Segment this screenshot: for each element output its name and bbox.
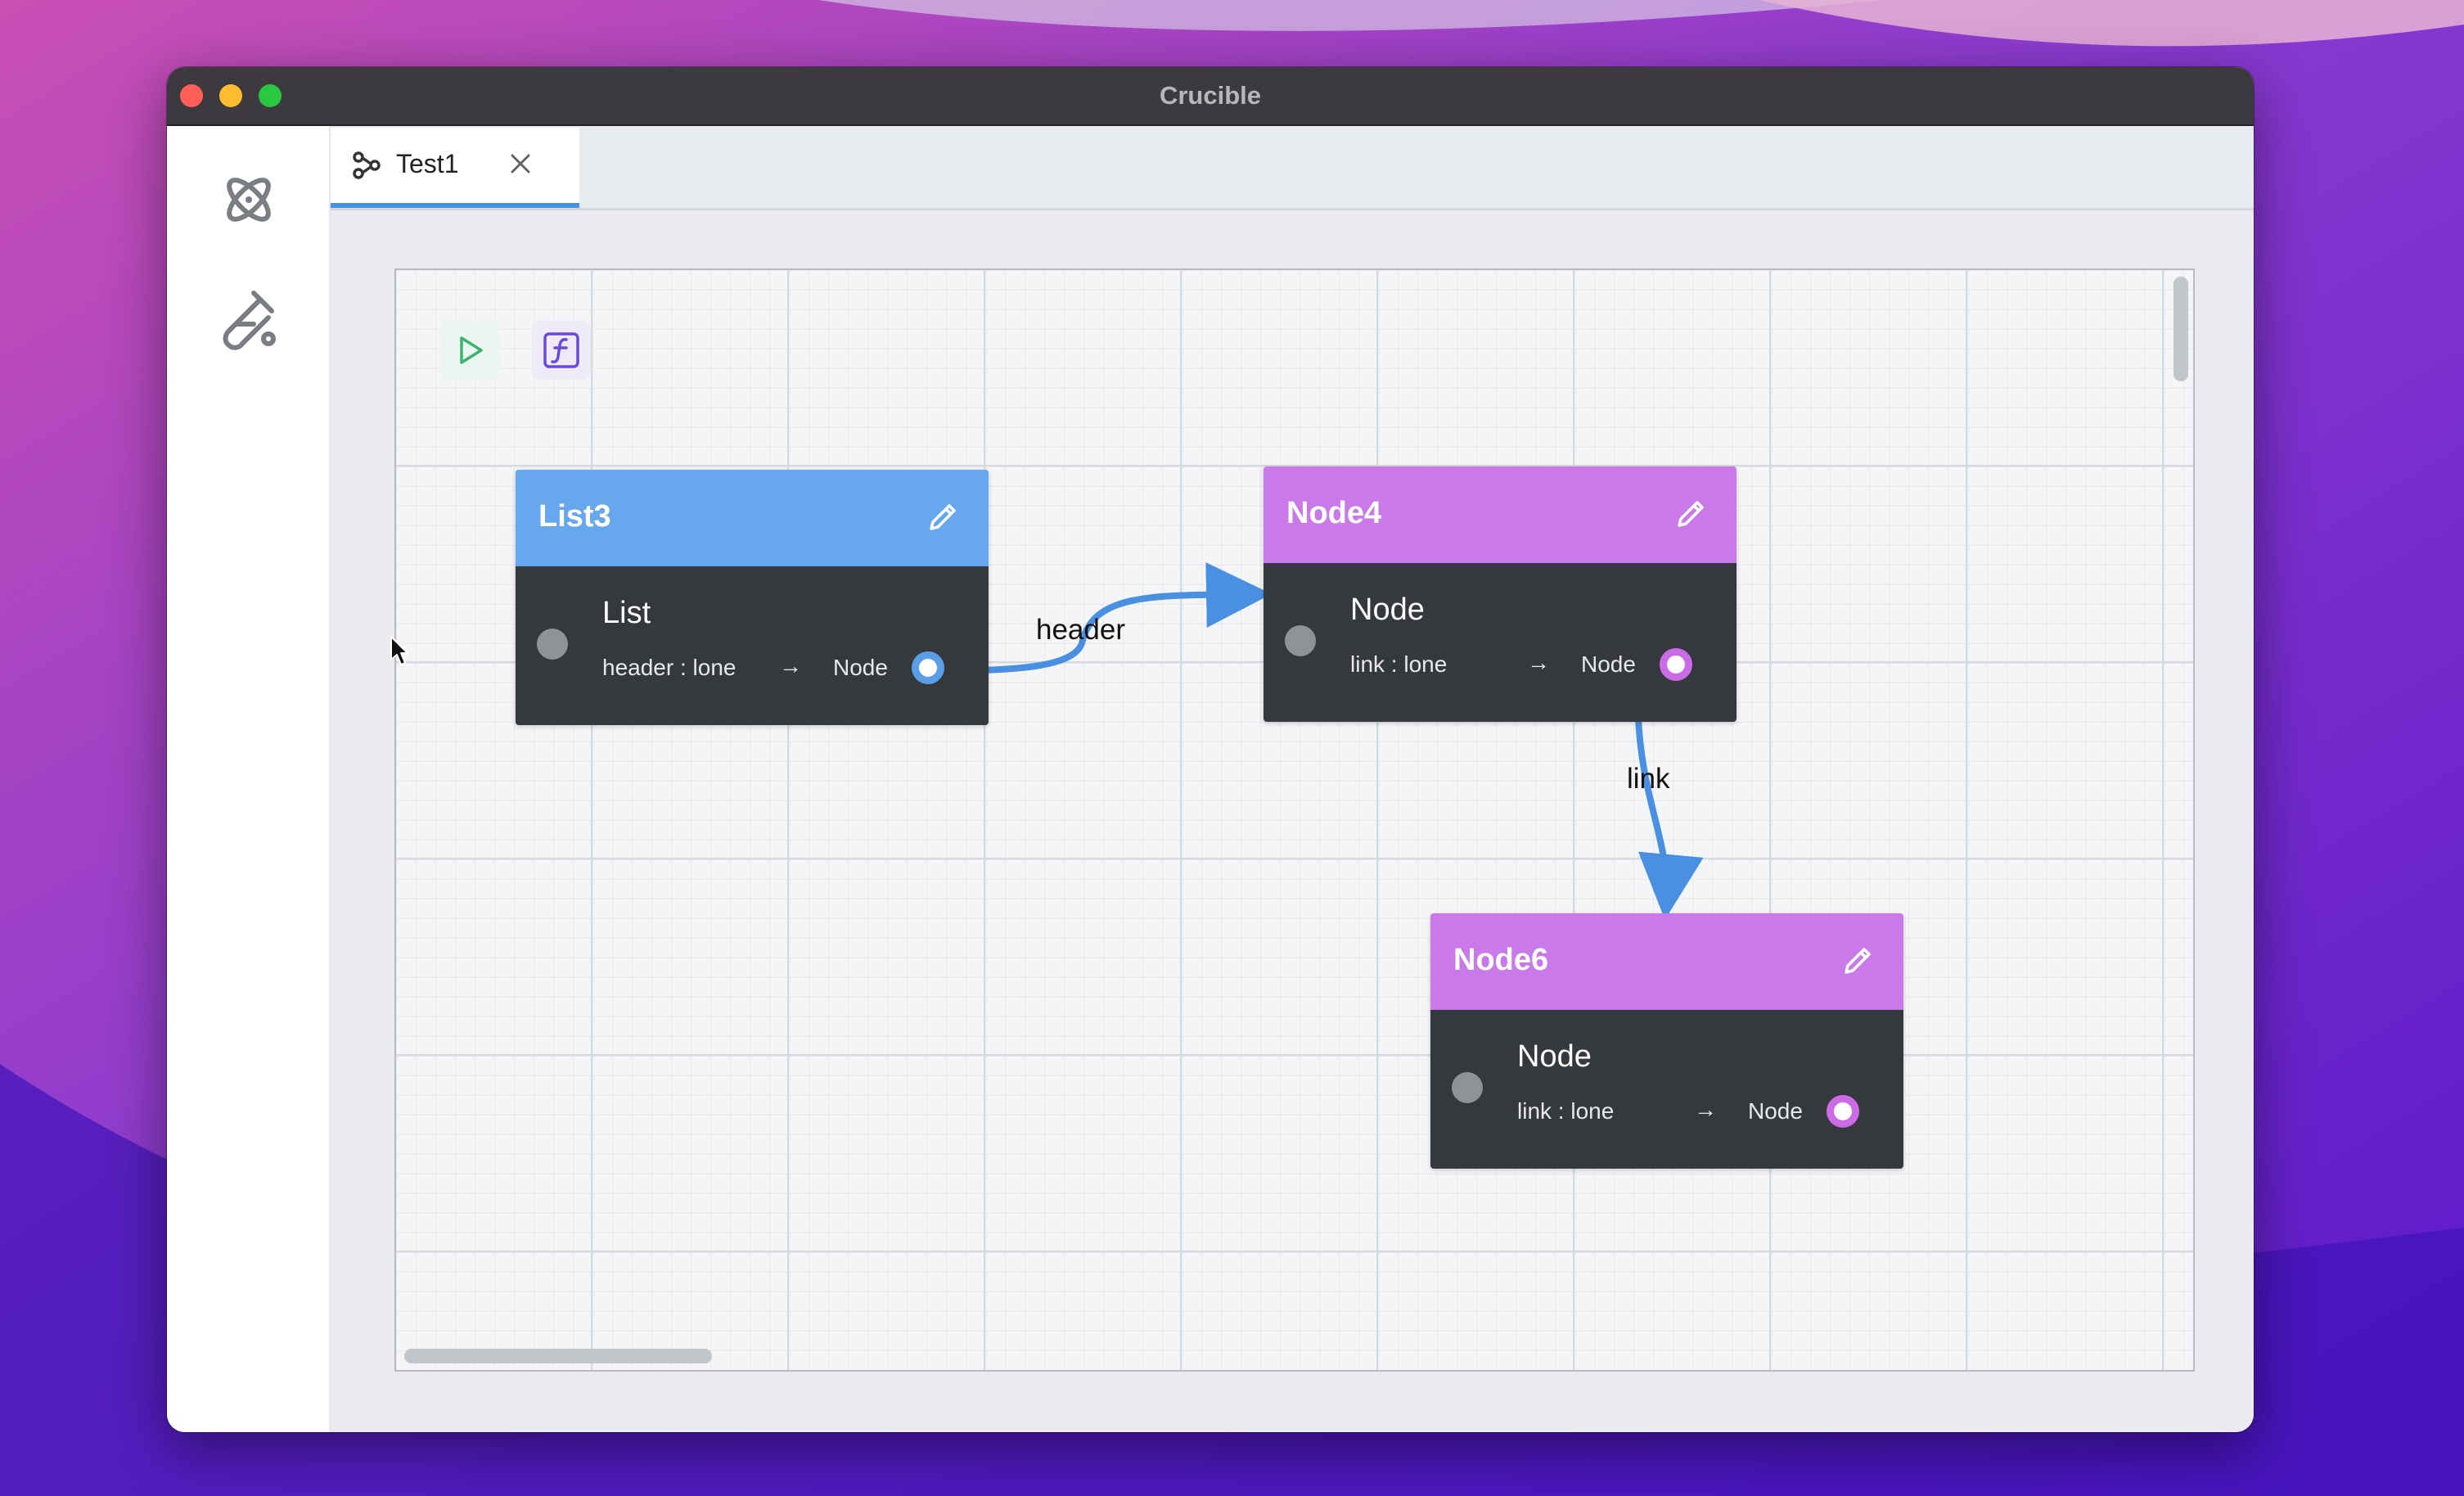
node-body: Node link : lone → Node: [1430, 1010, 1903, 1169]
pencil-icon: [930, 504, 956, 530]
output-port[interactable]: [1660, 648, 1692, 681]
flask-icon: [223, 291, 276, 350]
close-window-button[interactable]: [180, 84, 203, 107]
field-arrow: →: [1527, 650, 1550, 675]
input-port[interactable]: [1285, 625, 1316, 656]
graph-icon: [353, 151, 381, 179]
close-icon: [511, 154, 530, 173]
edit-node-button[interactable]: [1840, 943, 1876, 979]
edit-node-button[interactable]: [1673, 496, 1709, 532]
edge-label-link: link: [1627, 763, 1670, 795]
vertical-scrollbar[interactable]: [2173, 277, 2188, 381]
field-type: Node: [1581, 651, 1636, 677]
node-type: Node: [1517, 1039, 1592, 1074]
sidebar-item-flask[interactable]: [209, 280, 288, 358]
field-type: Node: [833, 655, 888, 680]
output-port[interactable]: [912, 651, 944, 684]
input-port[interactable]: [1452, 1072, 1483, 1103]
pencil-icon: [1678, 501, 1704, 527]
window-title: Crucible: [1159, 81, 1262, 110]
node-header: List3: [516, 470, 989, 566]
function-icon: [543, 332, 579, 368]
node-body: List header : lone → Node: [516, 566, 989, 725]
field-name: link : lone: [1517, 1098, 1615, 1124]
node-type: List: [602, 596, 651, 630]
field-arrow: →: [779, 653, 802, 678]
tab-bar: Test1: [331, 126, 2254, 210]
sidebar: [167, 126, 331, 1432]
node-node4[interactable]: Node4 Node link : lone → Node: [1264, 466, 1737, 722]
field-arrow: →: [1694, 1097, 1717, 1122]
field-type: Node: [1748, 1098, 1803, 1124]
mouse-cursor-icon: [390, 636, 408, 665]
run-button[interactable]: [440, 321, 499, 380]
node-header: Node4: [1264, 466, 1737, 563]
atom-icon: [227, 178, 271, 222]
edge-header[interactable]: [926, 562, 1272, 674]
field-name: link : lone: [1350, 651, 1448, 677]
tab-test1[interactable]: Test1: [331, 128, 579, 208]
zoom-window-button[interactable]: [259, 84, 282, 107]
node-type: Node: [1350, 593, 1425, 627]
edges-layer: [926, 562, 1704, 920]
tab-label: Test1: [396, 149, 459, 178]
input-port[interactable]: [537, 629, 568, 660]
sidebar-item-atom[interactable]: [209, 160, 288, 239]
output-port[interactable]: [1827, 1095, 1859, 1128]
edge-label-header: header: [1036, 614, 1125, 646]
tab-close-button[interactable]: [506, 149, 535, 178]
node-title: Node6: [1453, 943, 1549, 977]
horizontal-scrollbar[interactable]: [404, 1349, 712, 1363]
node-title: List3: [538, 499, 611, 534]
play-icon: [460, 336, 483, 364]
field-name: header : lone: [602, 655, 736, 680]
node-node6[interactable]: Node6 Node link : lone → Node: [1430, 913, 1903, 1169]
minimize-window-button[interactable]: [219, 84, 242, 107]
node-title: Node4: [1286, 496, 1382, 530]
node-list3[interactable]: List3 List header : lone → Node: [516, 470, 989, 725]
node-body: Node link : lone → Node: [1264, 563, 1737, 722]
diagram-canvas[interactable]: header link List3 List header : lone → N…: [394, 268, 2195, 1372]
function-button[interactable]: [532, 321, 591, 380]
title-bar: Crucible: [167, 67, 2254, 126]
edit-node-button[interactable]: [925, 499, 961, 535]
pencil-icon: [1845, 948, 1871, 974]
node-header: Node6: [1430, 913, 1903, 1010]
